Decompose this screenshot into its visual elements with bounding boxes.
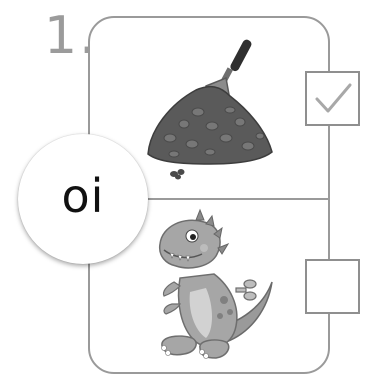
checkbox-soil[interactable] <box>305 71 360 126</box>
wind-up-key-icon <box>235 279 257 301</box>
check-mark-icon <box>315 83 351 112</box>
sound-label: oi <box>61 169 105 223</box>
soil-pile-image <box>147 39 273 180</box>
exercise-number: 1. <box>44 6 98 66</box>
sound-badge: oi <box>18 134 148 264</box>
card-divider <box>88 198 330 200</box>
toy-dinosaur-image <box>158 208 273 359</box>
checkbox-dinosaur[interactable] <box>305 259 360 314</box>
